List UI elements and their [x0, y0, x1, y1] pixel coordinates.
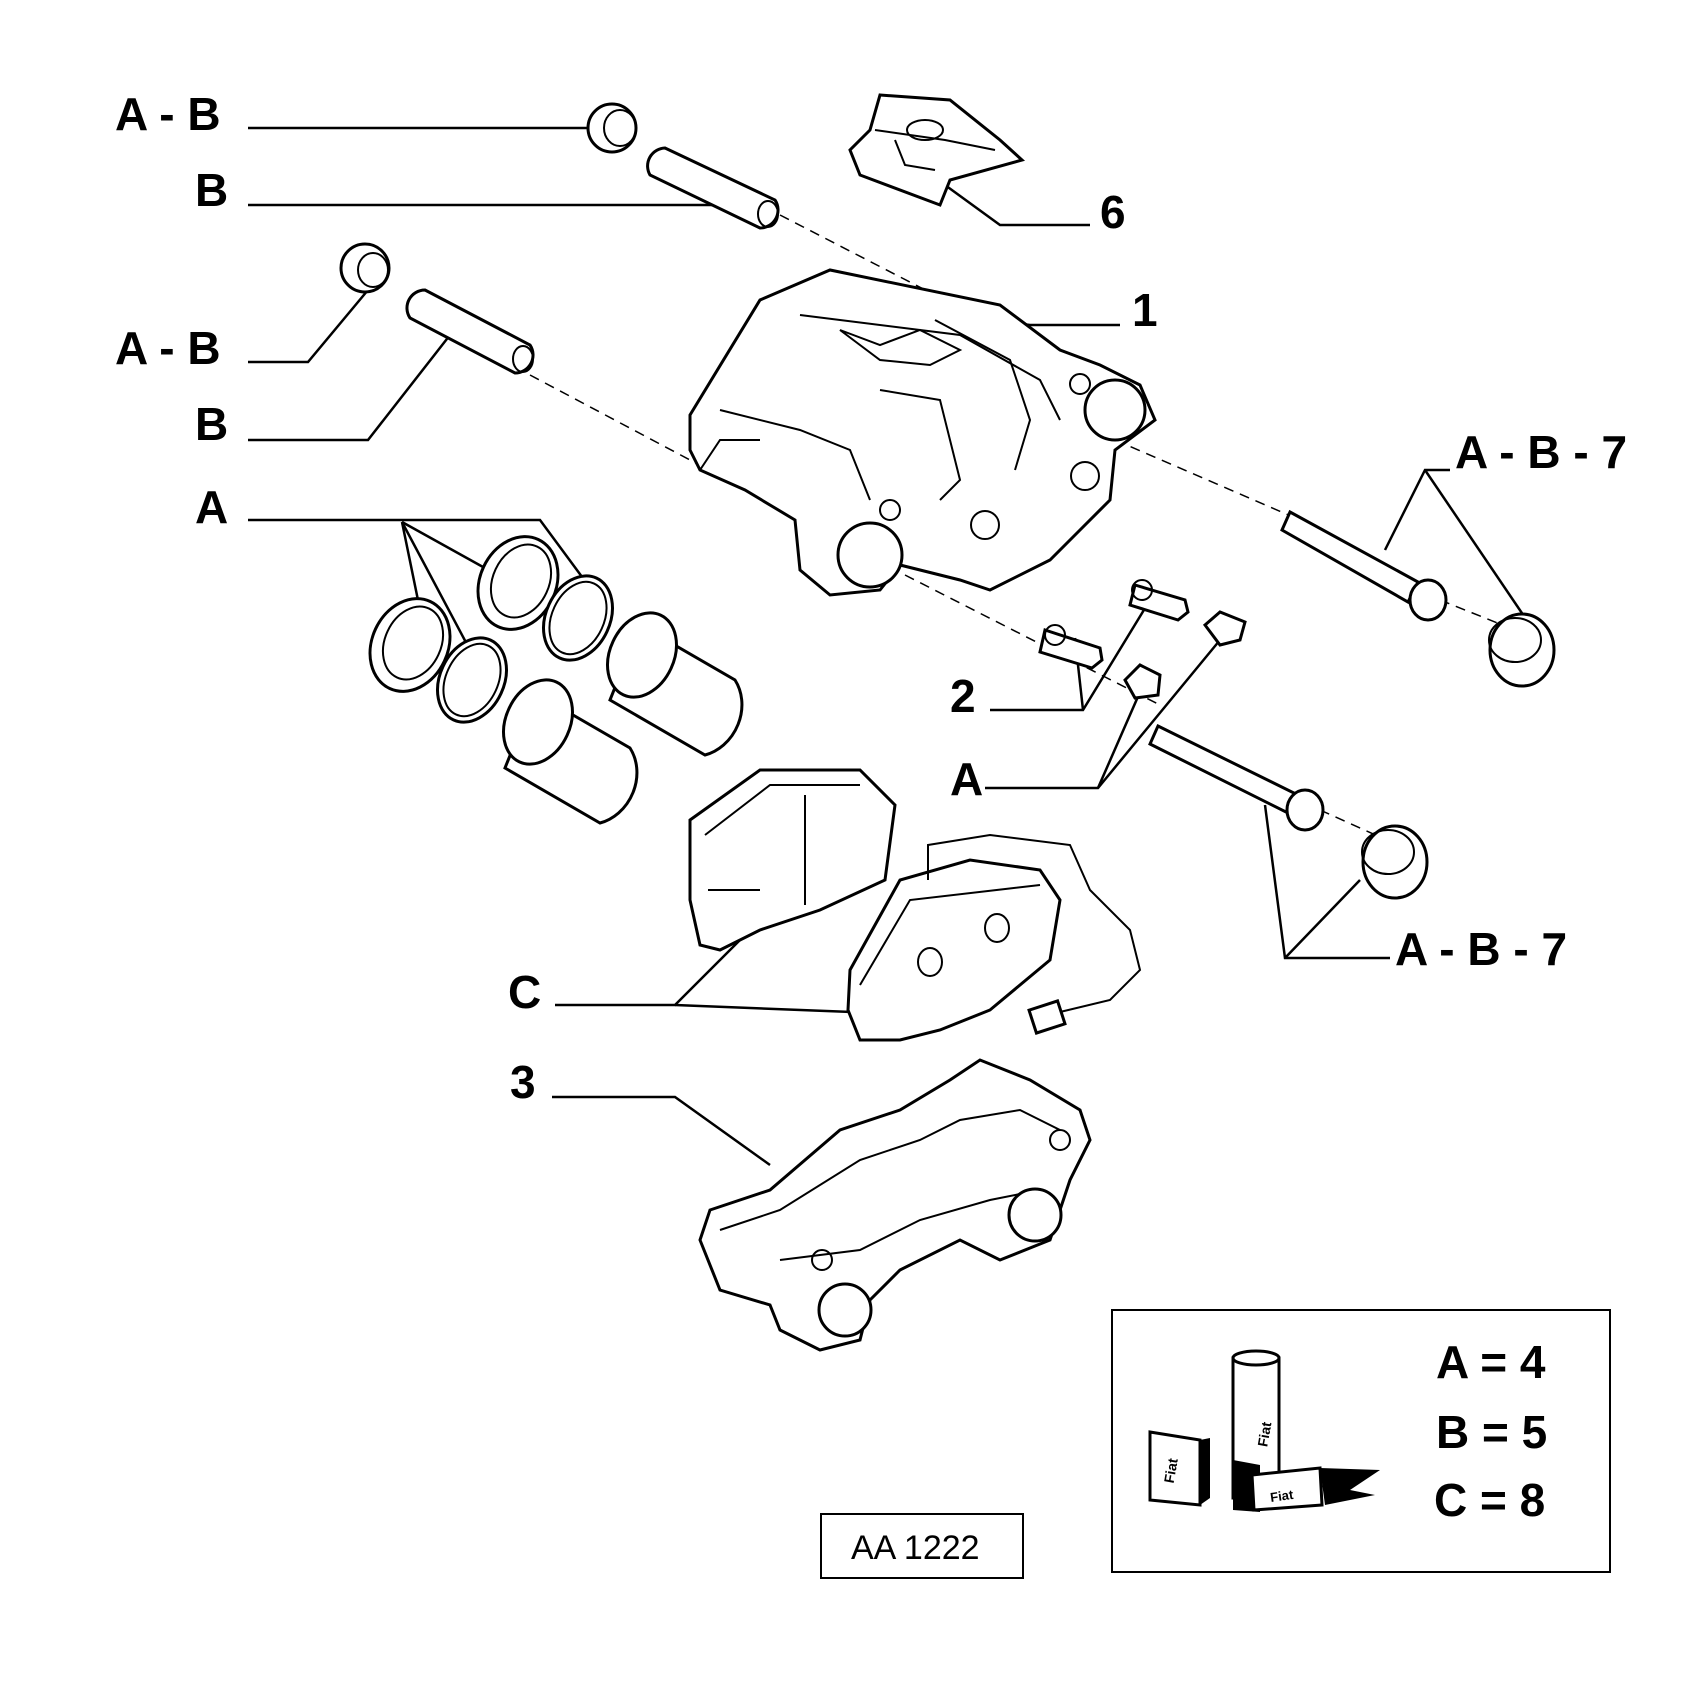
label-a-b-top: A - B — [115, 88, 221, 140]
label-c-pads: C — [508, 966, 541, 1018]
bleed-cap-upper — [1202, 610, 1247, 647]
fiat-lubricant-kit-icon: Fiat Fiat Fiat — [1148, 1349, 1380, 1512]
wear-sensor-wire — [927, 833, 1142, 1035]
guide-sleeve-middle — [405, 288, 535, 375]
label-b-top: B — [195, 164, 228, 216]
label-a-b-7-top: A - B - 7 — [1455, 426, 1627, 478]
label-6: 6 — [1100, 186, 1126, 238]
bleed-cap-lower — [1123, 663, 1162, 700]
legend-line-a: A = 4 — [1436, 1336, 1546, 1388]
guide-bolt-upper — [1280, 509, 1448, 622]
bolt-cap-upper — [1488, 612, 1556, 688]
label-a-seals: A — [195, 481, 228, 533]
guide-bolt-lower — [1148, 723, 1325, 832]
caliper-body — [688, 268, 1157, 597]
pistons — [502, 611, 744, 825]
lubricant-legend: Fiat Fiat Fiat A = 4 B = 5 C = 8 — [1111, 1309, 1611, 1573]
label-2: 2 — [950, 670, 976, 722]
legend-brand-c: Fiat — [1269, 1487, 1295, 1505]
label-a-caps: A — [950, 753, 983, 805]
bleed-screw-lower — [1038, 624, 1104, 670]
guide-sleeve-top — [646, 146, 780, 230]
brake-pad-right — [846, 858, 1062, 1042]
legend-brand-a: Fiat — [1161, 1457, 1181, 1485]
piston-seal-rings — [368, 535, 614, 724]
legend-brand-b: Fiat — [1254, 1420, 1274, 1448]
dust-boot-middle — [339, 242, 391, 294]
reference-box — [820, 1513, 1024, 1579]
dust-boot-top — [586, 102, 638, 154]
label-1: 1 — [1132, 284, 1158, 336]
label-b-mid: B — [195, 398, 228, 450]
label-3: 3 — [510, 1056, 536, 1108]
reference-code: AA 1222 — [851, 1529, 980, 1567]
pad-spring-clip — [848, 93, 1026, 207]
bolt-cap-lower — [1361, 824, 1429, 900]
label-a-b-mid: A - B — [115, 322, 221, 374]
caliper-carrier-bracket — [698, 1058, 1092, 1352]
bleed-screw-upper — [1128, 579, 1190, 622]
legend-line-b: B = 5 — [1436, 1406, 1547, 1458]
legend-line-c: C = 8 — [1434, 1474, 1545, 1526]
label-a-b-7-bottom: A - B - 7 — [1395, 923, 1567, 975]
brake-pad-left — [688, 768, 897, 952]
diagram-reference: AA 1222 — [820, 1513, 1024, 1579]
